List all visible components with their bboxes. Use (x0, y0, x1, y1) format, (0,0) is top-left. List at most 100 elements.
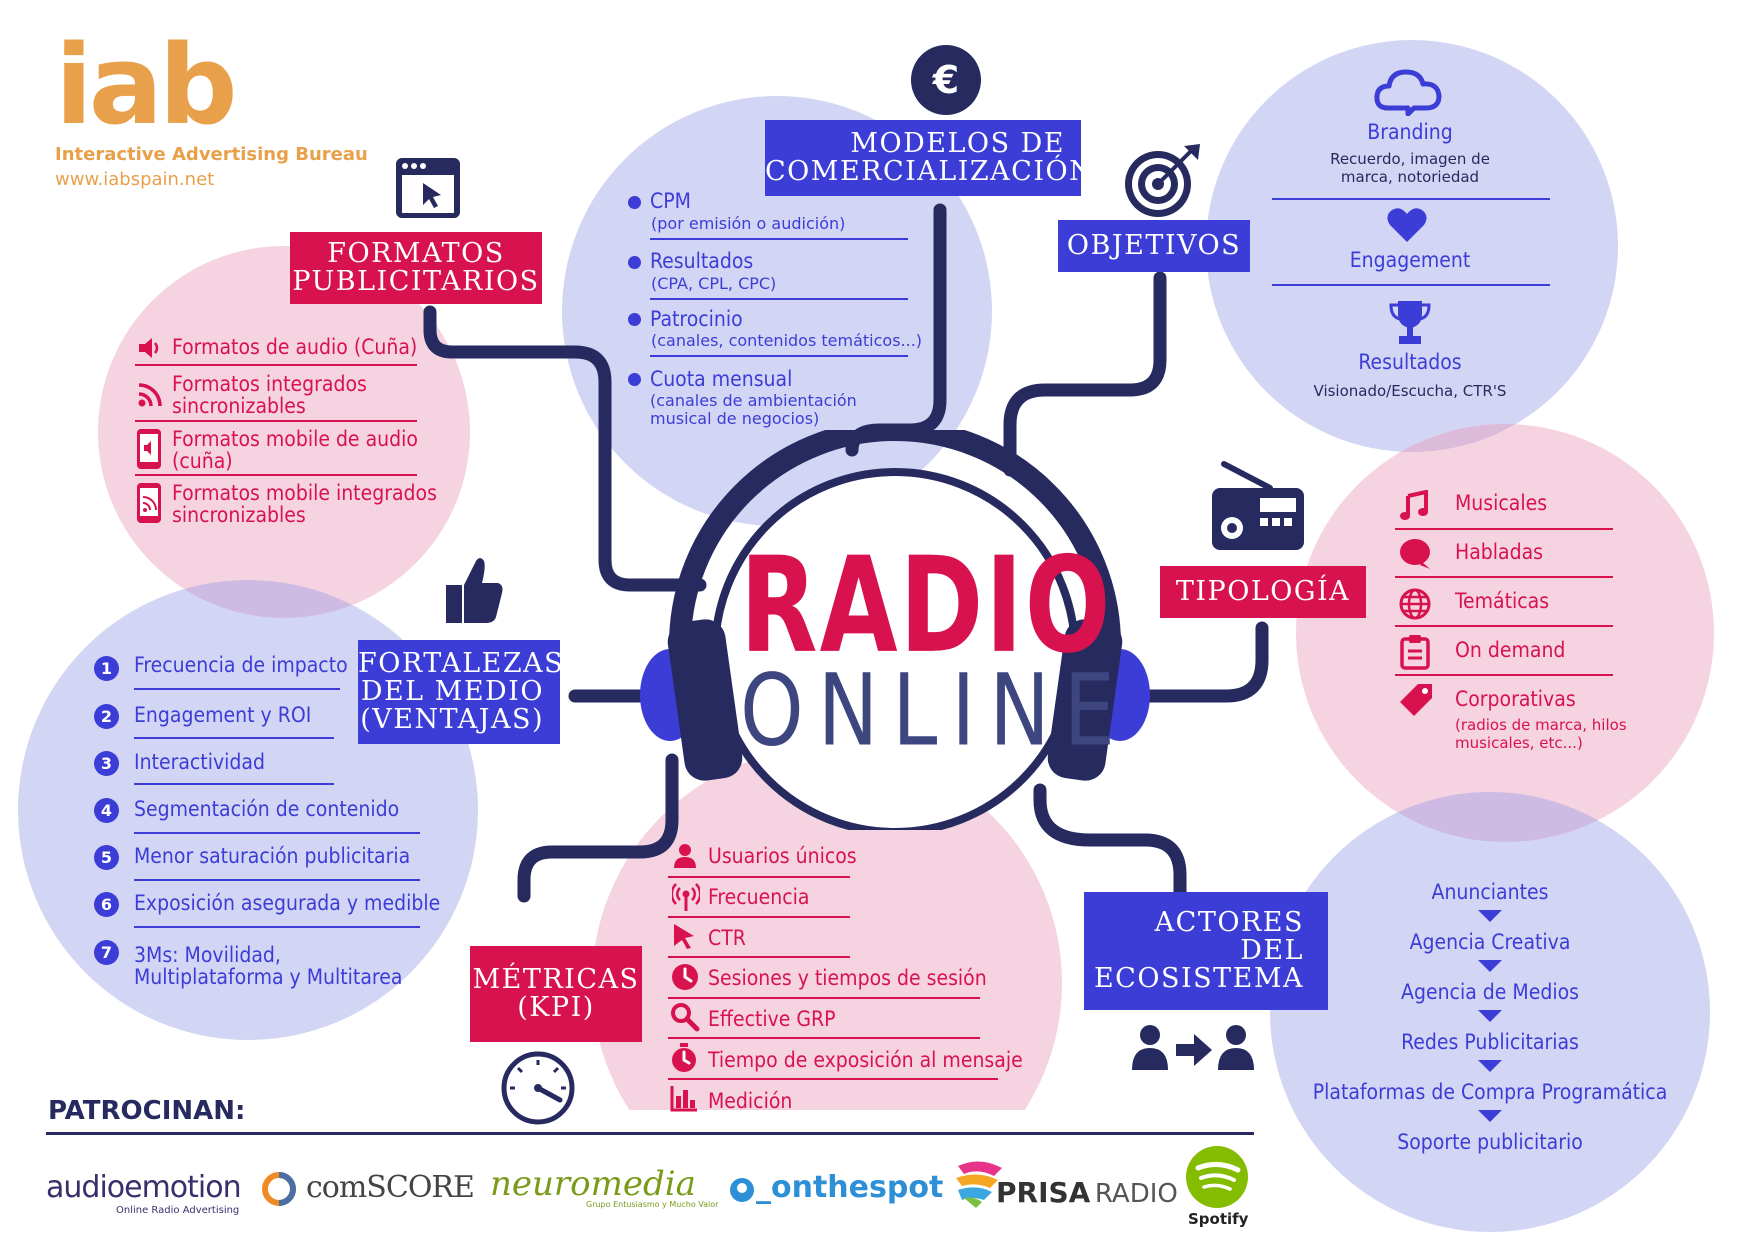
fortalezas-item-7: 3Ms: Movilidad, Multiplataforma y Multit… (134, 943, 403, 989)
fortalezas-item-2: Engagement y ROI (134, 703, 312, 727)
modelos-item-3: Patrocinio (650, 307, 743, 331)
fortalezas-item-5: Menor saturación publicitaria (134, 844, 411, 868)
metricas-title-line-1: MÉTRICAS (472, 964, 640, 995)
speech-bubble-icon (1400, 539, 1430, 569)
modelos-rule-2 (650, 298, 908, 300)
actores-item-4: Redes Publicitarias (1401, 1030, 1579, 1054)
fortalezas-num-3: 3 (94, 751, 119, 776)
formatos-title-line-1: FORMATOS (327, 238, 505, 269)
prisa-radio: RADIO (1094, 1179, 1178, 1209)
fortalezas-title-line-1: FORTALEZAS (358, 648, 565, 679)
neuromedia-logo[interactable]: neuromedia Grupo Entusiasmo y Mucho Valo… (490, 1164, 718, 1209)
clipboard-icon (1400, 635, 1430, 670)
browser-cursor-icon (396, 158, 460, 218)
radio-icon (1212, 461, 1304, 550)
objetivos-item-2: Engagement (1349, 248, 1471, 272)
prisa-logo[interactable]: PRISA RADIO (996, 1176, 1178, 1209)
iab-url: www.iabspain.net (55, 169, 215, 190)
modelos-title-line-2: COMERCIALIZACIÓN (765, 156, 1095, 187)
trophy-icon (1389, 301, 1431, 344)
fortalezas-title-line-3: (VENTAJAS) (360, 704, 544, 735)
arrow-down-icon (1478, 910, 1502, 922)
modelos-item-1-sub: (por emisión o audición) (651, 214, 846, 233)
onthespot-mark-icon (730, 1178, 754, 1202)
magnifier-icon (671, 1003, 700, 1032)
prisa-mark-icon (956, 1161, 1002, 1208)
metricas-rule-3 (668, 956, 850, 958)
cursor-icon (674, 924, 694, 949)
mobile-audio-icon (137, 429, 161, 469)
metricas-rule-6 (668, 1078, 998, 1080)
clock-icon (672, 964, 698, 990)
speaker-icon (139, 338, 159, 358)
actores-title-line-3: ECOSISTEMA (1093, 963, 1304, 994)
fortalezas-num-2: 2 (94, 704, 119, 729)
audioemotion-tag: Online Radio Advertising (116, 1205, 240, 1216)
fortalezas-item-6: Exposición asegurada y medible (134, 891, 441, 915)
fortalezas-rule-6 (134, 926, 420, 928)
fortalezas-num-7: 7 (94, 940, 119, 965)
neuromedia-tag: Grupo Entusiasmo y Mucho Valor (586, 1200, 719, 1209)
onthespot-logo[interactable]: _onthespot (756, 1170, 944, 1205)
objetivos-item-1-sub: Recuerdo, imagen de marca, notoriedad (1330, 150, 1490, 186)
iab-logo-text: iab (55, 21, 238, 149)
tipologia-item-4: On demand (1455, 638, 1566, 662)
fortalezas-rule-5 (134, 879, 420, 881)
audioemotion-logo[interactable]: audioemotion Online Radio Advertising (46, 1170, 242, 1216)
formatos-rule-2 (135, 420, 417, 422)
formatos-item-4: Formatos mobile integrados sincronizable… (172, 481, 437, 527)
tipologia-circle (1296, 424, 1714, 842)
iab-name: Interactive Advertising Bureau (55, 144, 368, 165)
fortalezas-rule-3 (134, 783, 334, 785)
tipologia-item-1: Musicales (1455, 491, 1548, 515)
metricas-rule-4 (668, 997, 980, 999)
people-arrow-icon (1132, 1025, 1254, 1070)
spotify-icon (1186, 1146, 1248, 1208)
modelos-item-1: CPM (650, 189, 691, 213)
metricas-title: MÉTRICAS (KPI) (470, 946, 642, 1042)
metricas-item-4: Sesiones y tiempos de sesión (708, 966, 987, 990)
arrow-down-icon (1478, 960, 1502, 972)
objetivos-item-3: Resultados (1358, 350, 1462, 374)
audioemotion-name: audioemotion (46, 1170, 242, 1205)
user-icon (674, 844, 696, 868)
actores-title: ACTORES DEL ECOSISTEMA (1084, 892, 1328, 1010)
metricas-item-1: Usuarios únicos (708, 844, 857, 868)
heart-icon (1387, 208, 1427, 242)
objetivos-title: OBJETIVOS (1058, 220, 1250, 272)
modelos-rule-3 (650, 355, 908, 357)
tipologia-item-2: Habladas (1455, 540, 1544, 564)
fortalezas-item-4: Segmentación de contenido (134, 797, 400, 821)
fortalezas-title: FORTALEZAS DEL MEDIO (VENTAJAS) (358, 640, 565, 744)
mobile-rss-icon (137, 483, 161, 523)
arrow-down-icon (1478, 1060, 1502, 1072)
bar-chart-icon (670, 1086, 697, 1112)
euro-icon: € (911, 45, 981, 115)
metricas-rule-5 (668, 1037, 980, 1039)
actores-item-1: Anunciantes (1431, 880, 1549, 904)
actores-item-2: Agencia Creativa (1409, 930, 1571, 954)
fortalezas-num-5: 5 (94, 845, 119, 870)
actores-item-3: Agencia de Medios (1401, 980, 1579, 1004)
modelos-title: MODELOS DE COMERCIALIZACIÓN (765, 120, 1095, 196)
sponsors-rule (46, 1132, 1254, 1135)
tipologia-item-5-sub: (radios de marca, hilos musicales, etc..… (1455, 716, 1627, 752)
thumbs-up-icon (446, 558, 503, 623)
comscore-logo[interactable]: comSCORE (306, 1170, 475, 1205)
metricas-item-3: CTR (708, 926, 746, 950)
headphones-graphic (640, 430, 1150, 830)
tipologia-title: TIPOLOGÍA (1160, 566, 1366, 618)
fortalezas-title-line-2: DEL MEDIO (360, 676, 544, 707)
neuromedia-name: neuromedia (490, 1164, 696, 1204)
spotify-logo[interactable]: Spotify (1188, 1210, 1249, 1228)
rss-icon (138, 383, 162, 407)
objetivos-item-3-sub: Visionado/Escucha, CTR'S (1313, 382, 1507, 400)
formatos-item-2: Formatos integrados sincronizables (172, 372, 367, 418)
fortalezas-item-1: Frecuencia de impacto (134, 653, 348, 677)
modelos-bullet-2 (628, 256, 641, 269)
bottom-mask (560, 1110, 1260, 1240)
formatos-item-1: Formatos de audio (Cuña) (172, 335, 418, 359)
metricas-item-2: Frecuencia (708, 885, 810, 909)
cloud-icon (1374, 69, 1442, 116)
